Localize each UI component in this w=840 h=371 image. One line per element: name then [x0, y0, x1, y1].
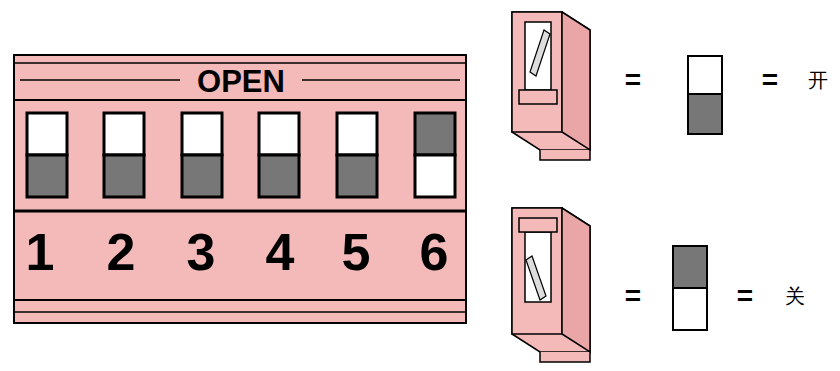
switch-3d-off: [512, 208, 590, 362]
switch-step: [519, 218, 557, 232]
switch-bottom: [259, 155, 299, 197]
switch-number: 2: [107, 226, 136, 278]
switch-lever: [530, 30, 550, 76]
switch-bottom: [415, 155, 455, 197]
state-label: 开: [808, 70, 828, 90]
switch-number: 6: [420, 226, 449, 278]
switch-step: [519, 90, 557, 104]
equals-sign: =: [762, 66, 778, 94]
housing-line: [302, 79, 460, 81]
switch-icon-off: [673, 246, 707, 330]
icon-bottom: [673, 288, 707, 330]
switch-body: [512, 12, 590, 150]
switch-lever: [526, 256, 546, 300]
icon-top: [673, 246, 707, 288]
switch-top: [415, 113, 455, 155]
switch-top: [337, 113, 377, 155]
switch-3d-on: [512, 12, 590, 160]
switch-number: 3: [187, 226, 216, 278]
switch-slot: [525, 22, 551, 90]
switch-row: [27, 113, 455, 197]
switch-side: [562, 12, 590, 150]
state-label: 关: [785, 286, 805, 306]
switch-bottom: [182, 155, 222, 197]
switch-bottom: [337, 155, 377, 197]
panel-title: OPEN: [193, 66, 289, 97]
housing-line: [14, 62, 466, 64]
housing-line: [14, 210, 466, 213]
switch-face: [512, 208, 562, 334]
dip-housing: [14, 55, 466, 323]
equals-sign: =: [737, 282, 753, 310]
equals-sign: =: [625, 66, 641, 94]
icon-top: [688, 56, 722, 94]
switch-top: [182, 113, 222, 155]
switch-number: 5: [342, 226, 371, 278]
icon-bottom: [688, 94, 722, 134]
housing-line: [14, 299, 466, 301]
switch-number: 1: [26, 226, 55, 278]
housing-body: [14, 55, 466, 323]
equals-sign: =: [625, 282, 641, 310]
switch-base: [540, 150, 590, 160]
housing-line: [20, 79, 180, 81]
switch-top: [27, 113, 67, 155]
switch-face: [512, 12, 562, 132]
switch-base: [540, 352, 590, 362]
switch-bottom: [104, 155, 144, 197]
switch-slot: [525, 232, 551, 302]
switch-icon-on: [688, 56, 722, 134]
housing-line: [14, 99, 466, 101]
switch-top: [259, 113, 299, 155]
switch-bottom: [27, 155, 67, 197]
housing-line: [14, 311, 466, 313]
switch-body: [512, 208, 590, 352]
switch-number: 4: [266, 226, 295, 278]
switch-side: [562, 208, 590, 352]
switch-top: [104, 113, 144, 155]
